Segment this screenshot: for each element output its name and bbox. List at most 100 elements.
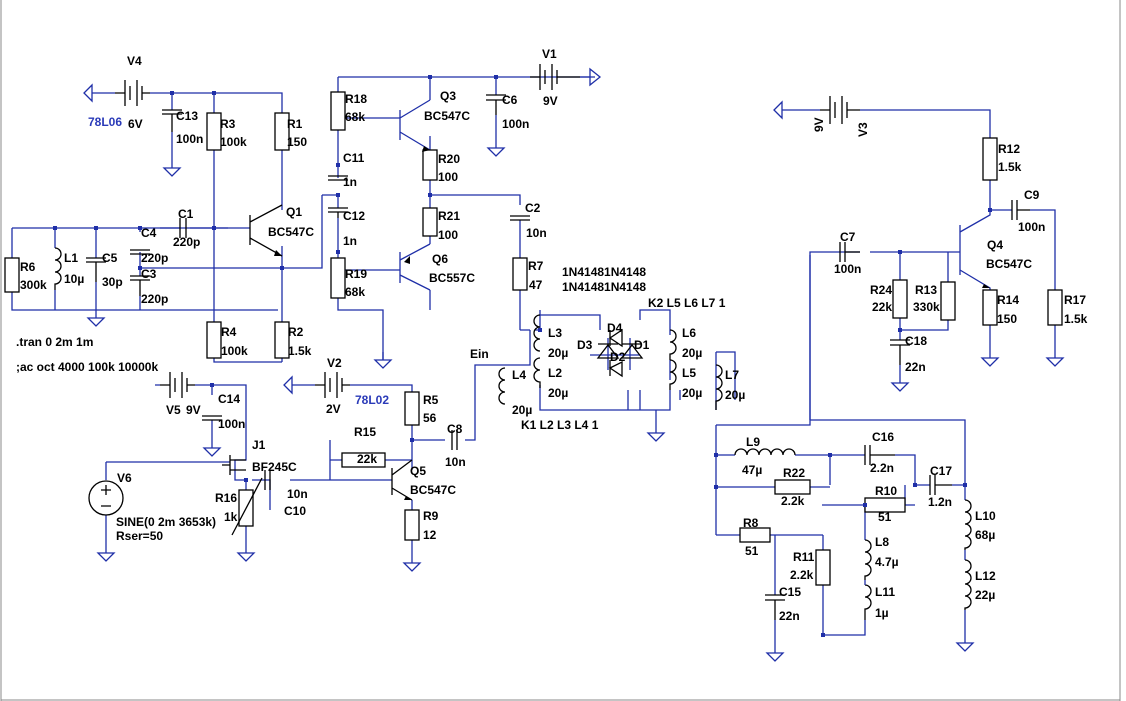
label-q6v: BC557C [429,271,475,285]
label-r17v: 1.5k [1064,312,1088,326]
resistor-r7[interactable] [512,257,528,291]
capacitor-c16[interactable] [864,445,895,465]
transistor-q1[interactable] [249,204,283,257]
label-j1v: BF245C [252,460,297,474]
battery-v5[interactable] [160,372,195,398]
resistor-r2[interactable] [274,321,290,359]
label-r5v: 56 [423,411,437,425]
capacitor-c15[interactable] [765,594,785,620]
resistor-r3[interactable] [206,112,222,151]
capacitor-c2[interactable] [510,215,530,221]
label-l9: L9 [746,435,760,449]
label-l12v: 22µ [975,588,995,602]
label-r5: R5 [423,393,439,407]
resistor-r6[interactable] [4,257,20,293]
label-r6v: 300k [20,278,47,292]
label-r9v: 12 [423,528,437,542]
jfet-j1[interactable] [222,455,246,475]
resistor-r8[interactable] [739,527,771,543]
resistor-r1[interactable] [274,112,290,151]
inductor-l7[interactable] [715,364,723,410]
capacitor-c11[interactable] [328,175,348,181]
label-r14v: 150 [997,312,1017,326]
capacitor-c6[interactable] [486,94,506,115]
capacitor-c1[interactable] [179,218,187,238]
capacitor-c7[interactable] [839,242,860,262]
resistor-r22[interactable] [774,479,811,495]
resistor-r12[interactable] [982,137,998,181]
label-c7v: 100n [834,262,861,276]
signal-source-v6[interactable] [88,480,124,516]
label-r20: R20 [438,152,460,166]
transistor-q5[interactable] [391,459,413,501]
label-c4: C4 [141,226,157,240]
label-c8: C8 [447,422,463,436]
inductor-l9[interactable] [734,448,796,456]
inductor-l4[interactable] [498,367,506,405]
diode-d4[interactable] [608,328,623,348]
resistor-r20[interactable] [422,149,438,181]
label-c13: C13 [176,109,198,123]
inductor-l2[interactable] [533,357,541,388]
label-c5v: 30p [102,275,123,289]
label-rser: Rser=50 [116,529,163,543]
label-r14: R14 [997,293,1019,307]
battery-v2[interactable] [315,372,350,398]
transistor-q3[interactable] [422,146,430,152]
label-c5: C5 [102,251,118,265]
resistor-r11[interactable] [815,549,831,586]
resistor-r18[interactable] [330,91,346,131]
label-l5: L5 [682,366,696,380]
label-r6: R6 [20,260,36,274]
label-c14: C14 [218,392,240,406]
battery-v1[interactable] [530,64,602,90]
label-c12: C12 [343,209,365,223]
diode-d3[interactable] [596,343,620,359]
inductor-l5[interactable] [669,359,677,390]
label-6v: 6V [128,117,143,131]
resistor-r19[interactable] [330,257,346,299]
capacitor-c13[interactable] [162,109,182,132]
capacitor-c4[interactable] [130,249,150,255]
inductor-l10[interactable] [964,499,972,550]
diode-d2[interactable] [608,360,623,378]
resistor-r9[interactable] [404,509,420,541]
inductor-l11[interactable] [864,584,872,620]
battery-v4[interactable] [115,80,150,106]
resistor-r13[interactable] [940,281,956,321]
components [4,64,1064,662]
capacitor-c12[interactable] [328,207,348,218]
capacitor-c3[interactable] [130,275,150,296]
capacitor-c8[interactable] [451,430,458,450]
capacitor-c18[interactable] [890,339,910,365]
inductor-l8[interactable] [864,539,872,580]
label-d1: D1 [634,338,650,352]
transistor-q6[interactable] [404,256,410,264]
transistor-q4[interactable] [982,284,990,288]
label-c7: C7 [840,230,856,244]
resistor-r24[interactable] [892,279,908,319]
inductor-l3[interactable] [533,314,541,352]
resistor-r21[interactable] [422,207,438,237]
inductor-l12[interactable] [964,559,972,610]
capacitor-c17[interactable] [929,475,952,495]
capacitor-c10[interactable] [264,470,271,490]
resistor-r17[interactable] [1047,289,1063,326]
resistor-r5[interactable] [404,391,420,426]
diode-d1[interactable] [620,343,644,359]
capacitor-c14[interactable] [202,415,222,421]
capacitor-c5[interactable] [86,257,106,282]
label-l10: L10 [975,509,996,523]
resistor-r14[interactable] [982,289,998,326]
capacitor-c9[interactable] [1011,200,1030,220]
battery-v3[interactable] [820,96,860,124]
inductor-l1[interactable] [54,247,62,290]
label-c14v: 100n [218,417,245,431]
label-r18: R18 [345,92,367,106]
inductor-l6[interactable] [669,329,677,360]
resistor-r15[interactable] [341,452,386,468]
resistor-r4[interactable] [206,321,222,359]
label-r21: R21 [438,209,460,223]
